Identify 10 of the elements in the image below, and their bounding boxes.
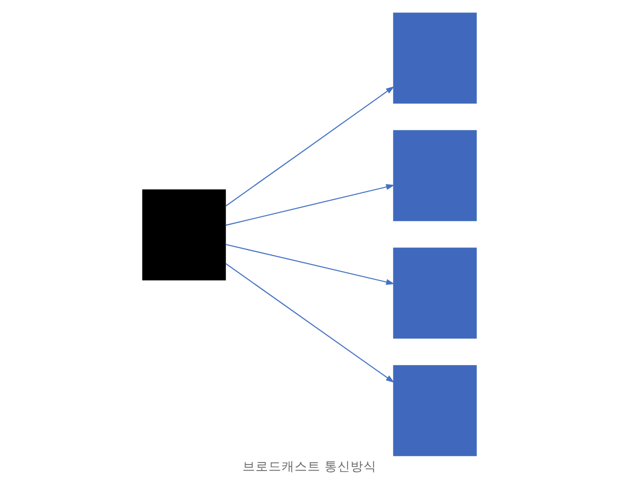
node-box [392, 248, 476, 339]
arrow [225, 184, 394, 226]
arrow [225, 86, 394, 206]
caption: 브로드캐스트 통신방식 [242, 458, 376, 474]
node-box [392, 130, 476, 222]
node-box [392, 365, 476, 456]
arrow [225, 263, 394, 383]
node-box [142, 189, 226, 280]
arrow [225, 244, 394, 285]
node-box [392, 12, 476, 104]
